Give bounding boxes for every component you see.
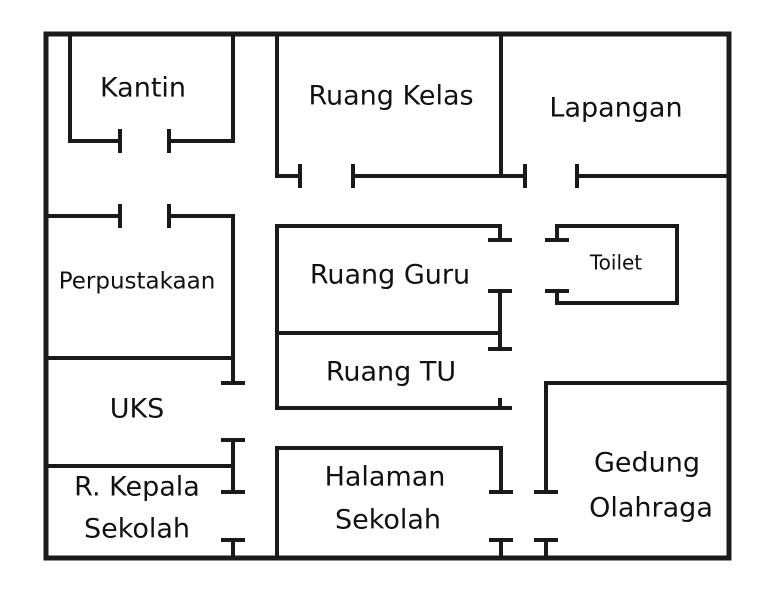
kepala-sekolah-label-line2: Sekolah bbox=[84, 514, 190, 545]
lapangan-walls bbox=[575, 164, 729, 188]
toilet-walls bbox=[545, 224, 679, 305]
outer-wall bbox=[43, 31, 732, 561]
perpustakaan-label: Perpustakaan bbox=[59, 269, 216, 295]
halaman-sekolah-walls bbox=[275, 446, 513, 558]
ruang-tu-label: Ruang TU bbox=[326, 357, 456, 388]
kantin-walls bbox=[68, 34, 235, 153]
gedung-olahraga-label-line1: Gedung bbox=[594, 448, 700, 479]
kepala-sekolah-walls bbox=[221, 538, 245, 558]
ruang-kelas-walls bbox=[275, 34, 527, 188]
gedung-olahraga-walls bbox=[534, 381, 729, 558]
gedung-olahraga-label-line2: Olahraga bbox=[589, 493, 713, 524]
uks-label: UKS bbox=[110, 394, 165, 425]
halaman-sekolah-label-line2: Sekolah bbox=[335, 505, 441, 536]
uks-walls bbox=[46, 356, 245, 494]
perpustakaan-walls bbox=[46, 204, 245, 385]
ruang-kelas-label: Ruang Kelas bbox=[308, 81, 473, 112]
kepala-sekolah-label-line1: R. Kepala bbox=[74, 472, 200, 503]
toilet-label: Toilet bbox=[589, 251, 642, 275]
halaman-sekolah-label-line1: Halaman bbox=[325, 462, 446, 493]
lapangan-label: Lapangan bbox=[549, 93, 682, 124]
ruang-guru-walls bbox=[275, 224, 512, 410]
kantin-label: Kantin bbox=[100, 73, 186, 104]
ruang-guru-label: Ruang Guru bbox=[310, 260, 470, 291]
